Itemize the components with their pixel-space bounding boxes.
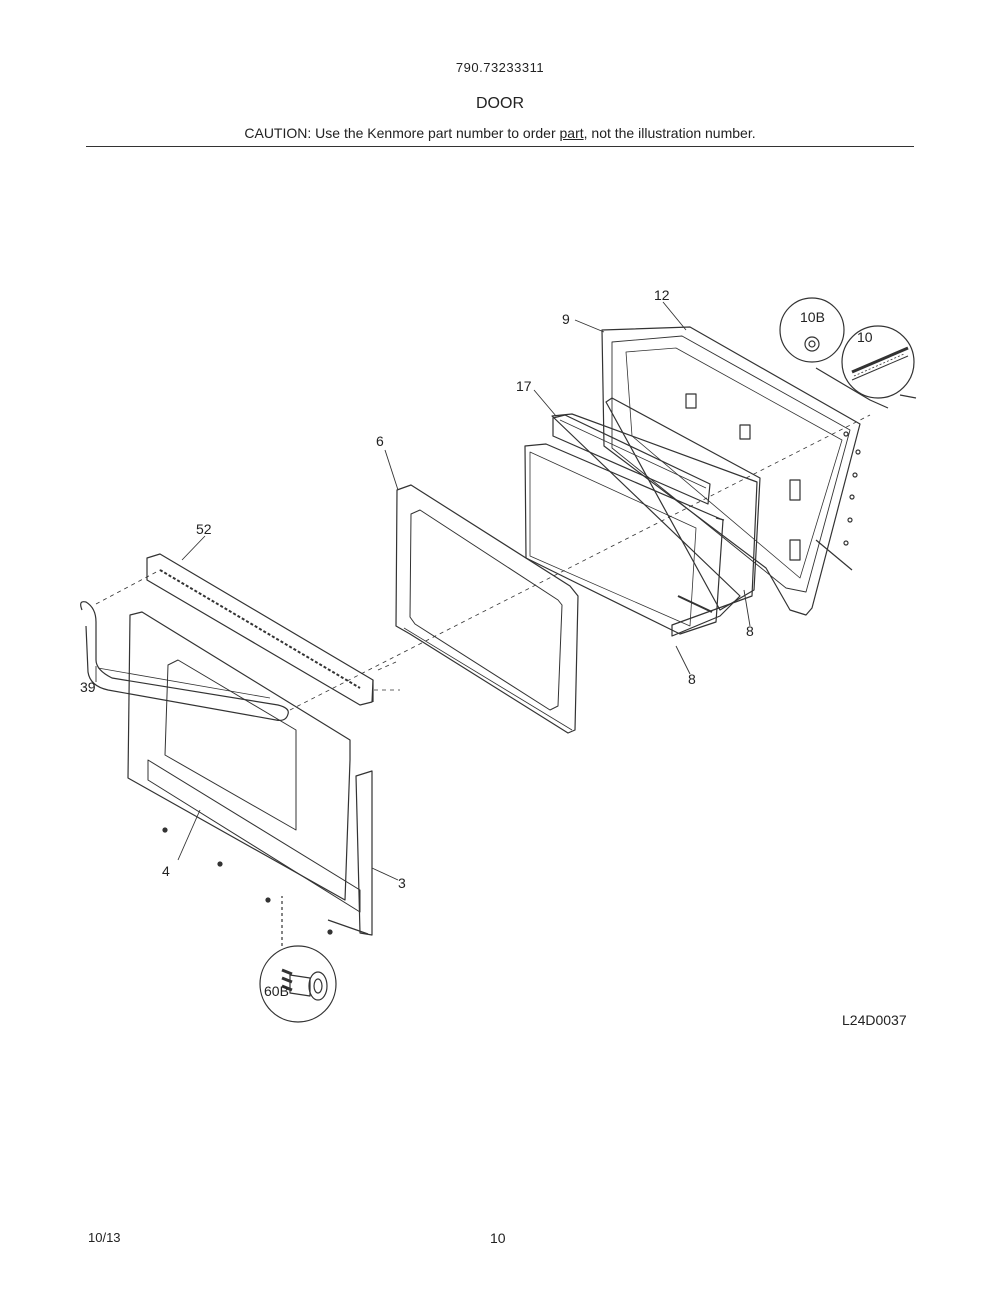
model-number: 790.73233311 bbox=[455, 60, 545, 75]
caution-part-link[interactable]: part bbox=[559, 125, 584, 141]
callout-6: 6 bbox=[376, 433, 384, 449]
callout-9: 9 bbox=[562, 311, 570, 327]
bottom-screws bbox=[162, 827, 333, 935]
part-glass-panels bbox=[524, 443, 725, 635]
part-window-frame bbox=[395, 484, 579, 734]
callout-4: 4 bbox=[162, 863, 170, 879]
detail-screw bbox=[259, 896, 337, 1023]
caution-prefix: CAUTION: Use the Kenmore part number to … bbox=[244, 125, 560, 141]
figure-code: L24D0037 bbox=[842, 1012, 907, 1028]
part-side-trim bbox=[327, 770, 373, 936]
part-glass-retainer bbox=[551, 397, 761, 637]
callout-8-lower: 8 bbox=[688, 671, 696, 687]
part-inner-liner bbox=[601, 326, 861, 616]
callout-12: 12 bbox=[654, 287, 670, 303]
callout-17: 17 bbox=[516, 378, 532, 394]
detail-hinge-parts bbox=[779, 297, 917, 409]
callout-8-upper: 8 bbox=[746, 623, 754, 639]
caution-text: CAUTION: Use the Kenmore part number to … bbox=[0, 125, 1000, 141]
footer-date: 10/13 bbox=[88, 1230, 121, 1245]
callout-52: 52 bbox=[196, 521, 212, 537]
part-handle bbox=[80, 601, 289, 721]
callout-60b: 60B bbox=[264, 983, 289, 999]
section-title: DOOR bbox=[476, 95, 524, 112]
callout-39: 39 bbox=[80, 679, 96, 695]
assembly-lines bbox=[95, 414, 871, 711]
part-vent-trim bbox=[146, 553, 374, 706]
callout-10: 10 bbox=[857, 329, 873, 345]
caution-suffix: , not the illustration number. bbox=[583, 125, 756, 141]
callout-10b: 10B bbox=[800, 309, 825, 325]
header-divider bbox=[86, 146, 914, 147]
callout-3: 3 bbox=[398, 875, 406, 891]
leader-lines bbox=[95, 301, 751, 881]
page-number: 10 bbox=[490, 1230, 506, 1246]
